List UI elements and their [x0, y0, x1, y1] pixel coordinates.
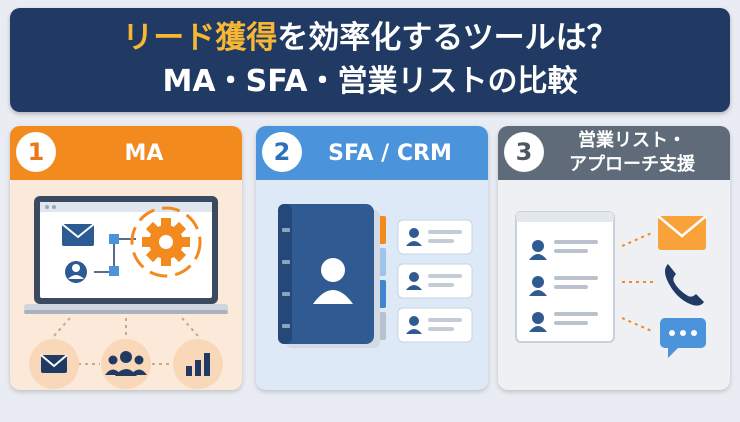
card-sfa: 2 SFA / CRM — [256, 126, 488, 390]
card-list-title-line1: 営業リスト・ — [578, 130, 686, 151]
title-banner: リード獲得を効率化するツールは？ MA・SFA・営業リストの比較 — [10, 8, 730, 112]
card-sfa-title: SFA / CRM — [328, 140, 452, 166]
contact-card-icon — [397, 307, 473, 343]
mail-circle-icon — [29, 339, 79, 389]
mail-icon — [61, 223, 95, 246]
contact-card-icon — [397, 219, 473, 255]
title-accent: リード獲得 — [122, 20, 278, 56]
chat-icon — [660, 318, 706, 358]
card-list-title: 営業リスト・ アプローチ支援 — [498, 129, 730, 177]
card-ma-header: 1 MA — [10, 126, 242, 180]
card-list-title-line2: アプローチ支援 — [569, 154, 695, 175]
card-sfa-number: 2 — [262, 132, 302, 172]
card-list-header: 3 営業リスト・ アプローチ支援 — [498, 126, 730, 180]
address-book-icon — [278, 204, 386, 348]
user-icon — [65, 261, 87, 283]
contact-card-icon — [397, 263, 473, 299]
title-line1-rest: を効率化するツールは？ — [277, 20, 618, 56]
phone-icon — [665, 264, 704, 306]
bar-chart-icon — [173, 339, 223, 389]
title-line2: MA・SFA・営業リストの比較 — [162, 64, 578, 99]
card-ma-title: MA — [124, 140, 164, 166]
gear-icon — [130, 206, 202, 278]
list-document-icon — [515, 211, 615, 343]
card-ma-number: 1 — [16, 132, 56, 172]
card-ma-body — [10, 180, 242, 390]
dotted-connectors — [621, 231, 655, 333]
card-sfa-body — [256, 180, 488, 390]
title-line1: リード獲得を効率化するツールは？ — [122, 16, 617, 60]
card-sfa-header: 2 SFA / CRM — [256, 126, 488, 180]
card-list-number: 3 — [504, 132, 544, 172]
card-ma: 1 MA — [10, 126, 242, 390]
card-list-body — [498, 180, 730, 390]
group-icon — [101, 339, 151, 389]
connector-dots — [53, 317, 199, 365]
card-list: 3 営業リスト・ アプローチ支援 — [498, 126, 730, 390]
mail-icon — [657, 215, 707, 250]
